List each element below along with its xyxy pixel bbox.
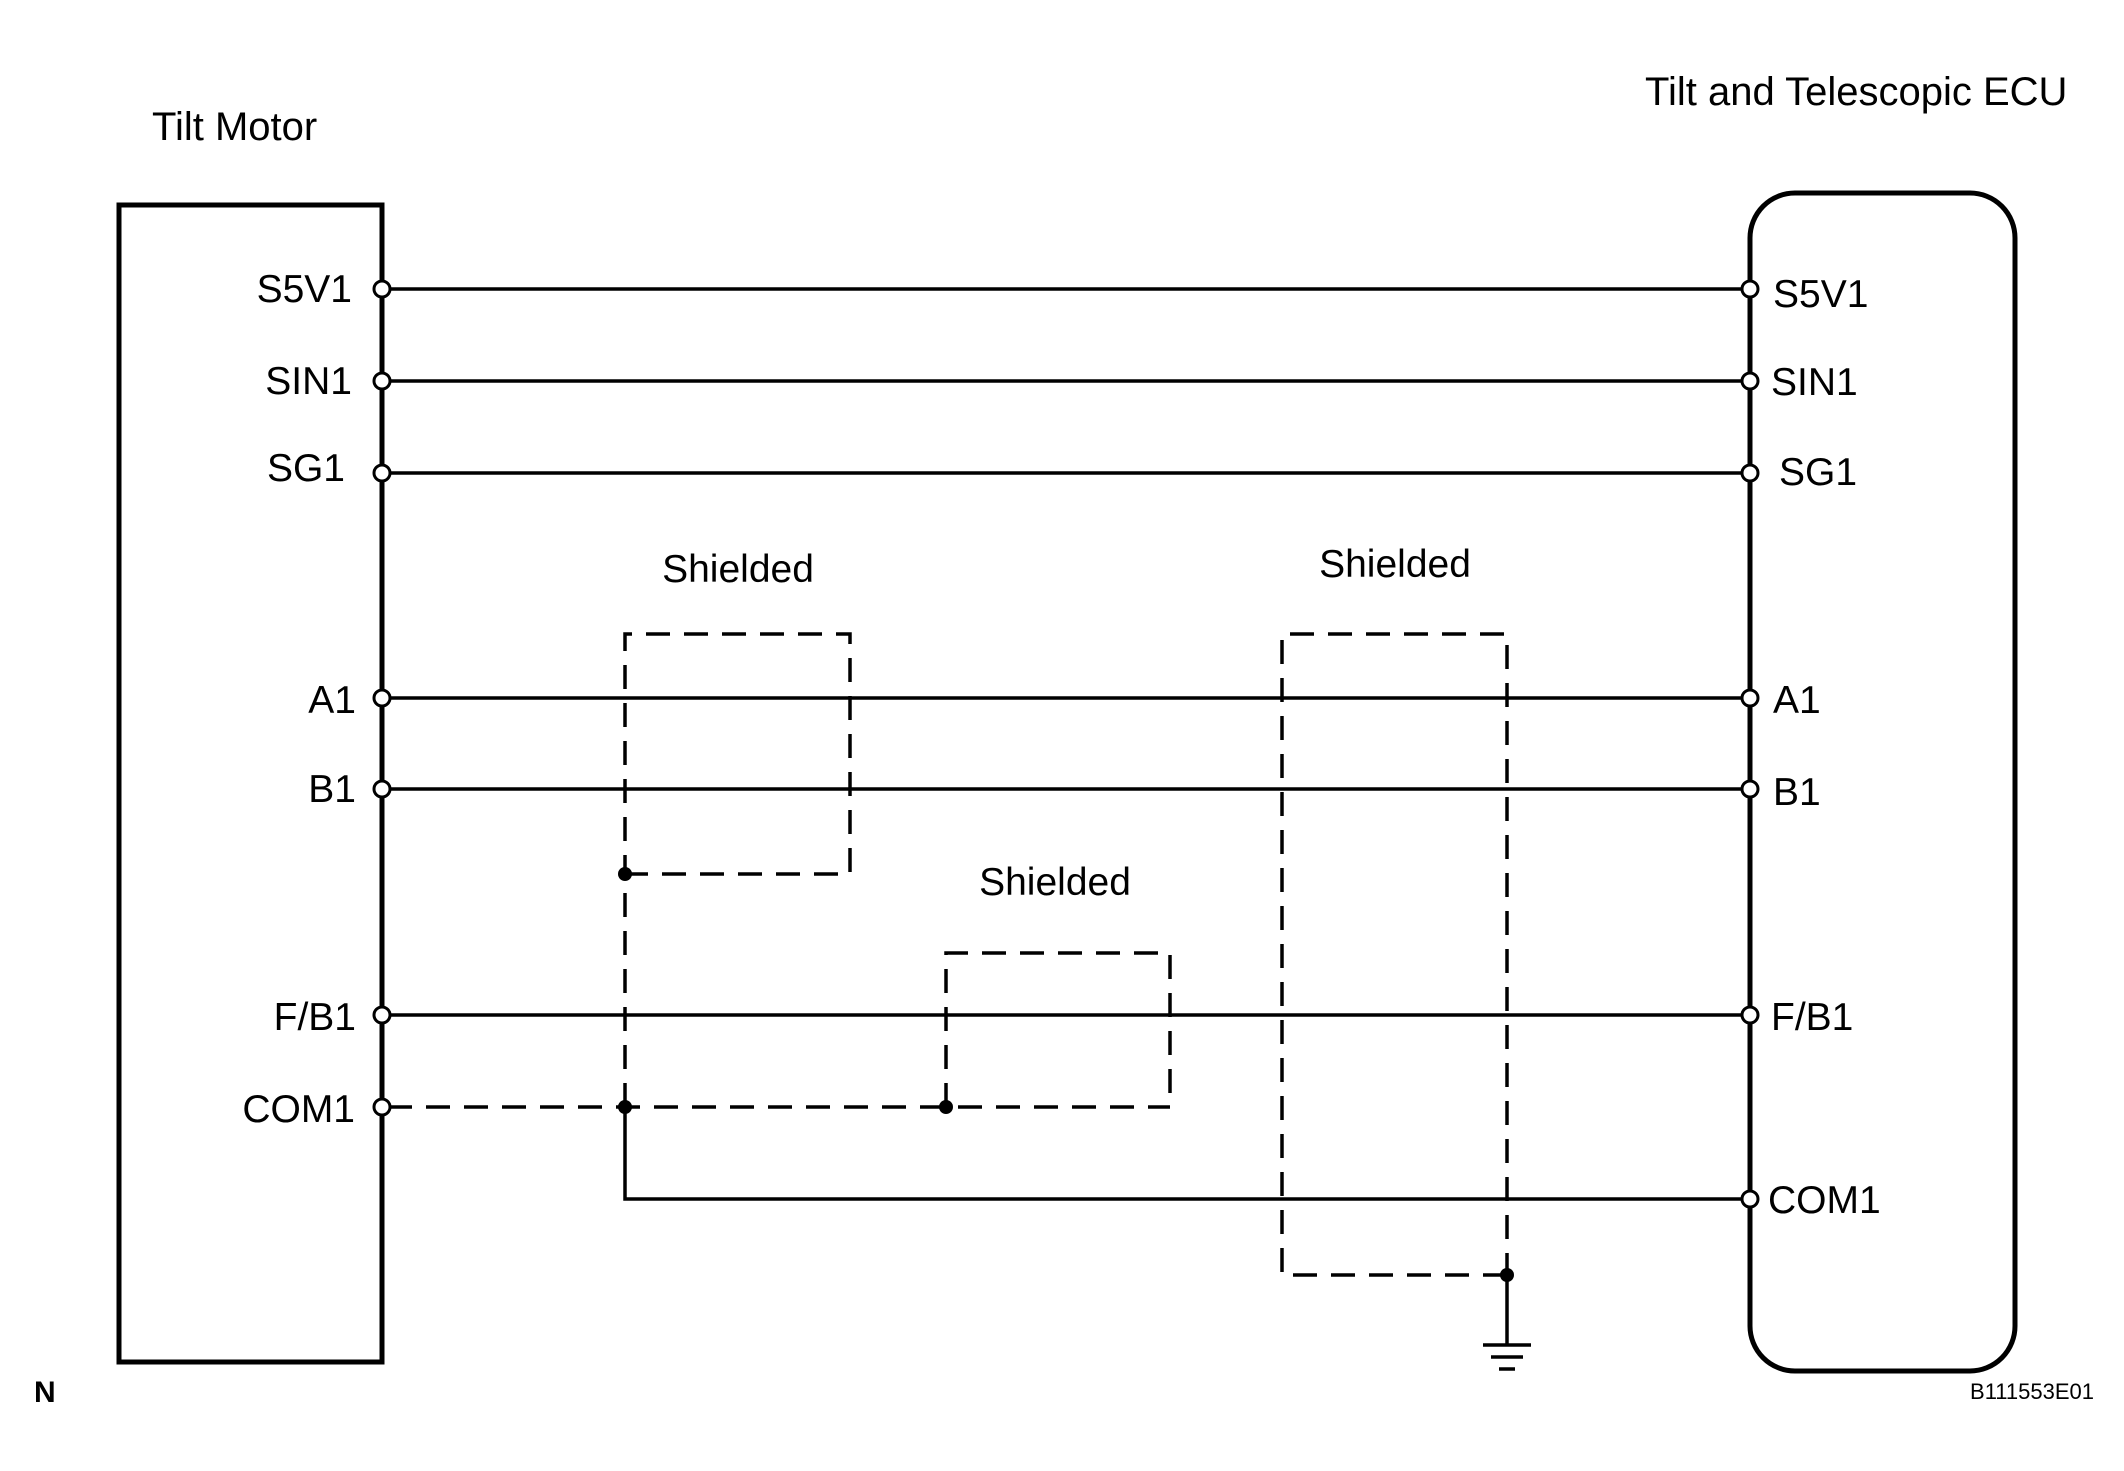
pin-label-right: COM1 [1768,1179,1881,1222]
tilt-motor-title: Tilt Motor [152,105,317,149]
junction-dot [618,867,632,881]
shield-a1-b1 [623,632,852,1107]
pin-label-right: S5V1 [1773,273,1868,316]
pin-label-left: SG1 [267,447,345,490]
pin-label-left: B1 [308,768,356,811]
terminal-right-b1 [1740,779,1760,799]
terminal-right-sg1 [1740,463,1760,483]
figure-code: B111553E01 [1970,1379,2094,1404]
pin-label-right: SG1 [1779,451,1857,494]
pin-label-right: A1 [1773,679,1821,722]
terminal-left-fb1 [372,1005,392,1025]
pin-label-left: A1 [308,679,356,722]
terminal-right-com1 [1740,1189,1760,1209]
wire-com1 [623,1107,1750,1201]
corner-mark: N [34,1376,56,1409]
pin-label-right: F/B1 [1771,996,1853,1039]
junction-dot [1500,1268,1514,1282]
pin-label-left: COM1 [242,1088,355,1131]
pin-label-left: F/B1 [274,996,356,1039]
pin-label-right: SIN1 [1771,361,1858,404]
terminal-right-s5v1 [1740,279,1760,299]
terminal-left-a1 [372,688,392,708]
shield-right [1280,632,1509,1277]
terminal-left-s5v1 [372,279,392,299]
terminal-right-a1 [1740,688,1760,708]
shield-label: Shielded [979,861,1131,904]
pin-label-right: B1 [1773,771,1821,814]
shield-fb1 [944,951,1172,1107]
shield-label: Shielded [662,548,814,591]
ecu-title: Tilt and Telescopic ECU [1645,70,2067,114]
terminal-right-fb1 [1740,1005,1760,1025]
terminal-left-sg1 [372,463,392,483]
junction-dot [618,1100,632,1114]
terminal-left-sin1 [372,371,392,391]
pin-label-left: S5V1 [257,268,352,311]
junction-dot [939,1100,953,1114]
shield-label: Shielded [1319,543,1471,586]
terminal-left-b1 [372,779,392,799]
terminal-right-sin1 [1740,371,1760,391]
pin-label-left: SIN1 [265,360,352,403]
terminal-left-com1 [372,1097,392,1117]
